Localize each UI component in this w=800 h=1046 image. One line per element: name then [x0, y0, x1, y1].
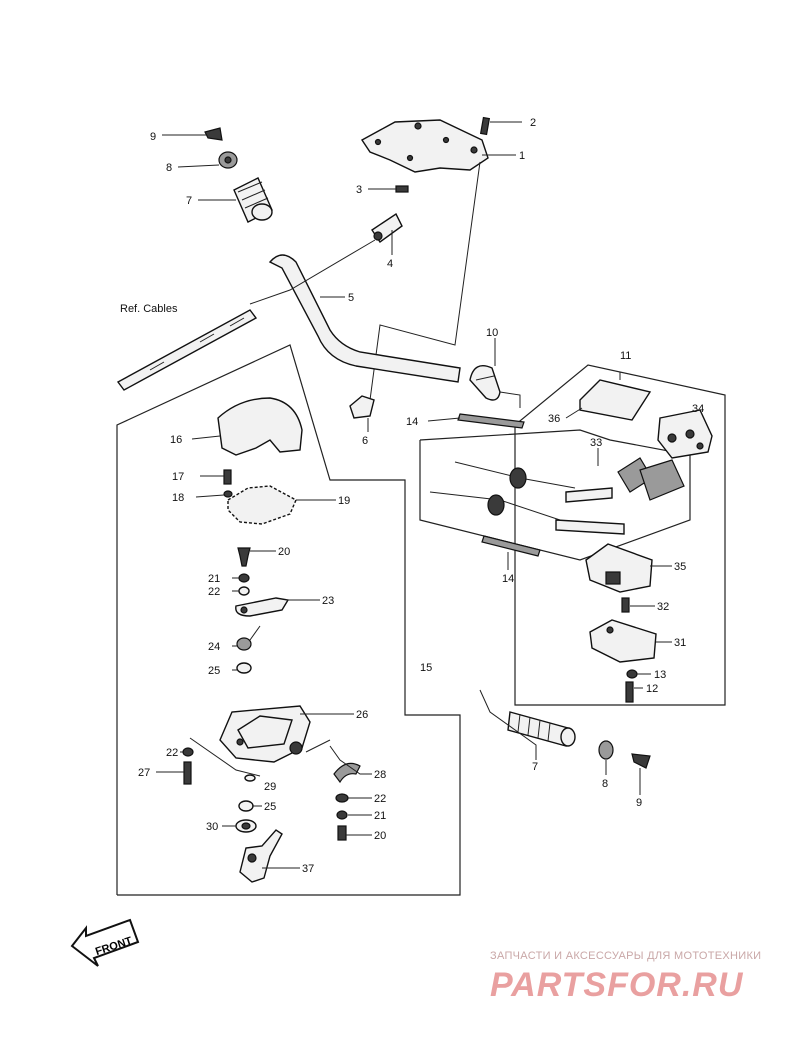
part-20-screw-lower: [337, 825, 347, 841]
callout-26: 26: [356, 709, 368, 721]
part-24-spring: [236, 625, 261, 651]
part-34-switch-housing: [657, 409, 713, 459]
callout-33: 33: [590, 437, 602, 449]
part-7-grip-left: [233, 177, 273, 223]
callout-7-left: 7: [186, 195, 192, 207]
ref-cables-label: Ref. Cables: [120, 303, 178, 315]
callout-28: 28: [374, 769, 386, 781]
part-8-cap-right: [598, 740, 614, 760]
part-29-washer: [244, 774, 256, 782]
part-13-washer: [626, 669, 638, 679]
callout-16: 16: [170, 434, 182, 446]
part-10-clamp: [469, 365, 501, 401]
callout-8-right: 8: [602, 778, 608, 790]
callout-14-upper: 14: [406, 416, 418, 428]
part-25-nut-lower: [238, 800, 254, 812]
callout-12: 12: [646, 683, 658, 695]
part-4-clamp: [371, 212, 403, 243]
part-7-grip-right: [507, 711, 576, 747]
callout-34: 34: [692, 403, 704, 415]
callout-11: 11: [620, 350, 631, 362]
callout-17: 17: [172, 471, 184, 483]
callout-22-right: 22: [374, 793, 386, 805]
callout-5: 5: [348, 292, 354, 304]
part-21-washer-lower: [336, 810, 348, 820]
watermark-logo: PARTSFOR.RU: [490, 966, 744, 1004]
part-33-wire-harness: [429, 457, 685, 535]
callout-20-lower: 20: [374, 830, 386, 842]
callout-18: 18: [172, 492, 184, 504]
callout-25-upper: 25: [208, 665, 220, 677]
part-9-screw-left: [204, 127, 223, 141]
part-30-collar: [235, 819, 257, 833]
watermark-tagline: ЗАПЧАСТИ И АКСЕССУАРЫ ДЛЯ МОТОТЕХНИКИ: [490, 950, 762, 962]
callout-22-upper: 22: [208, 586, 220, 598]
part-12-screw: [625, 681, 634, 703]
part-28-pad: [333, 762, 361, 784]
part-20-screw-upper: [237, 547, 251, 567]
callout-32: 32: [657, 601, 669, 613]
callout-3: 3: [356, 184, 362, 196]
callout-30: 30: [206, 821, 218, 833]
callout-15: 15: [420, 662, 432, 674]
callout-7-right: 7: [532, 761, 538, 773]
part-27-bolt: [183, 761, 192, 785]
callout-9-right: 9: [636, 797, 642, 809]
callout-29: 29: [264, 781, 276, 793]
callout-22-left: 22: [166, 747, 178, 759]
part-17-screw: [223, 469, 232, 485]
callout-6: 6: [362, 435, 368, 447]
part-22-washer-upper: [238, 586, 250, 596]
callout-25-lower: 25: [264, 801, 276, 813]
part-8-cap-left: [218, 151, 238, 169]
part-36-label: [579, 379, 652, 421]
part-19-gasket: [227, 485, 297, 525]
part-21-washer-upper: [238, 573, 250, 583]
callout-31: 31: [674, 637, 686, 649]
part-26-throttle-case: [219, 705, 311, 763]
callout-20-upper: 20: [278, 546, 290, 558]
callout-37: 37: [302, 863, 314, 875]
part-14-strip-lower: [481, 535, 541, 557]
callout-27: 27: [138, 767, 150, 779]
part-22-washer-left: [182, 747, 194, 757]
callout-4: 4: [387, 258, 393, 270]
part-18-washer: [223, 490, 233, 498]
part-37-throttle-lever: [239, 829, 283, 883]
front-arrow-icon: FRONT: [70, 918, 140, 967]
part-16-cover: [217, 397, 303, 456]
frame-15: [116, 344, 461, 896]
callout-36: 36: [548, 413, 560, 425]
part-5-handlebar: [268, 254, 461, 383]
part-2-bolt: [479, 116, 491, 136]
part-9-screw-right: [631, 753, 651, 769]
part-14-strip-upper: [457, 413, 525, 429]
callout-9-left: 9: [150, 131, 156, 143]
callout-2: 2: [530, 117, 536, 129]
part-35-switch-upper: [585, 543, 653, 593]
part-3-washer: [395, 185, 409, 193]
part-31-switch-lower: [589, 619, 657, 663]
callout-19: 19: [338, 495, 350, 507]
callout-10: 10: [486, 327, 498, 339]
callout-24: 24: [208, 641, 220, 653]
callout-35: 35: [674, 561, 686, 573]
part-25-nut-upper: [236, 662, 252, 674]
callout-21-lower: 21: [374, 810, 386, 822]
part-6-clip: [349, 395, 375, 419]
callout-8-left: 8: [166, 162, 172, 174]
frame-11: [514, 364, 726, 706]
part-22-washer-right: [335, 793, 349, 803]
frame-33: [419, 429, 691, 561]
callout-23: 23: [322, 595, 334, 607]
callout-14-lower: 14: [502, 573, 514, 585]
part-32-screw: [621, 597, 630, 613]
callout-21-upper: 21: [208, 573, 220, 585]
part-1-handlebar-holder: [360, 119, 489, 173]
callout-1: 1: [519, 150, 525, 162]
part-23-lever-arm: [235, 597, 290, 617]
ref-cables: [116, 309, 258, 391]
callout-13: 13: [654, 669, 666, 681]
